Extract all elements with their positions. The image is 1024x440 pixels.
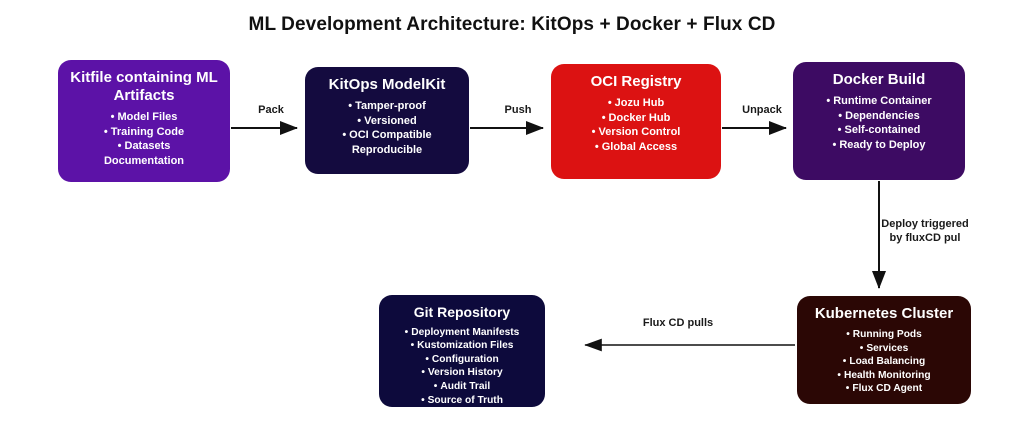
node-oci-registry[interactable]: OCI Registry •Jozu Hub •Docker Hub •Vers…	[551, 64, 721, 179]
bullet-icon: •	[826, 95, 831, 107]
bullet-icon: •	[410, 340, 415, 352]
bullet-icon: •	[837, 369, 841, 381]
list-item: •Load Balancing	[842, 356, 926, 368]
edge-label-push: Push	[504, 104, 532, 116]
node-docker-build-bullets: •Runtime Container •Dependencies •Self-c…	[799, 94, 959, 153]
list-item: •Runtime Container	[826, 95, 932, 107]
edge-label-flux-pulls: Flux CD pulls	[642, 317, 714, 329]
list-item: •Source of Truth	[421, 394, 503, 406]
bullet-icon: •	[433, 381, 438, 393]
list-item-continuation: Reproducible	[351, 144, 423, 157]
bullet-icon: •	[342, 129, 347, 142]
node-git-repository[interactable]: Git Repository •Deployment Manifests •Ku…	[379, 295, 545, 407]
list-item: •Kustomization Files	[410, 340, 514, 352]
list-item: •Docker Hub	[601, 111, 671, 124]
node-docker-build-title: Docker Build	[832, 71, 926, 88]
edge-label-pack: Pack	[258, 104, 284, 116]
node-kitfile[interactable]: Kitfile containing ML Artifacts •Model F…	[58, 60, 230, 182]
node-modelkit-title: KitOps ModelKit	[328, 76, 446, 93]
bullet-icon: •	[357, 114, 362, 127]
bullet-icon: •	[421, 367, 425, 379]
list-item: •Model Files	[110, 111, 178, 123]
edge-label-unpack: Unpack	[742, 104, 782, 116]
bullet-icon: •	[607, 97, 612, 109]
node-kubernetes-cluster-title: Kubernetes Cluster	[814, 305, 954, 322]
node-git-repository-title: Git Repository	[413, 304, 511, 320]
node-kitfile-bullets: •Model Files •Training Code •Datasets Do…	[64, 110, 224, 169]
bullet-icon: •	[591, 126, 596, 139]
node-docker-build[interactable]: Docker Build •Runtime Container •Depende…	[793, 62, 965, 180]
list-item: •Deployment Manifests	[404, 326, 520, 338]
bullet-icon: •	[838, 109, 843, 122]
bullet-icon: •	[601, 111, 606, 124]
list-item: •Versioned	[357, 114, 417, 127]
list-item: •Training Code	[103, 125, 185, 138]
bullet-icon: •	[594, 141, 599, 154]
edge-label-deploy: Deploy triggered by fluxCD pul	[881, 218, 969, 244]
bullet-icon: •	[842, 356, 847, 368]
bullet-icon: •	[421, 394, 425, 406]
bullet-icon: •	[832, 139, 837, 152]
list-item-continuation: Documentation	[103, 155, 185, 168]
node-kubernetes-cluster-bullets: •Running Pods •Services •Load Balancing …	[803, 328, 965, 396]
list-item: •Jozu Hub	[607, 97, 665, 109]
bullet-icon: •	[846, 329, 850, 340]
list-item: •Global Access	[594, 141, 678, 154]
list-item: •Self-contained	[837, 124, 921, 137]
bullet-icon: •	[103, 125, 108, 138]
bullet-icon: •	[845, 383, 850, 395]
node-modelkit-bullets: •Tamper-proof •Versioned •OCI Compatible…	[311, 99, 463, 158]
bullet-icon: •	[117, 140, 122, 153]
bullet-icon: •	[837, 124, 842, 137]
bullet-icon: •	[348, 100, 353, 112]
list-item: •Dependencies	[838, 109, 920, 122]
list-item: •Audit Trail	[433, 381, 491, 393]
node-git-repository-bullets: •Deployment Manifests •Kustomization Fil…	[385, 326, 539, 407]
node-kitfile-title: Kitfile containing ML Artifacts	[70, 69, 218, 104]
list-item: •Configuration	[425, 353, 499, 365]
list-item: •Version Control	[591, 126, 681, 139]
list-item: •Version History	[421, 367, 503, 379]
list-item: •Tamper-proof	[348, 100, 426, 112]
list-item: •Health Monitoring	[837, 369, 931, 381]
node-kubernetes-cluster[interactable]: Kubernetes Cluster •Running Pods •Servic…	[797, 296, 971, 404]
node-oci-registry-title: OCI Registry	[590, 73, 682, 90]
list-item: •Ready to Deploy	[832, 139, 926, 152]
list-item: •OCI Compatible	[342, 129, 432, 142]
page-title: ML Development Architecture: KitOps + Do…	[248, 14, 776, 35]
bullet-icon: •	[404, 326, 409, 338]
list-item: •Flux CD Agent	[845, 383, 923, 395]
node-oci-registry-bullets: •Jozu Hub •Docker Hub •Version Control •…	[557, 96, 715, 155]
list-item: •Datasets	[117, 140, 171, 153]
list-item: •Running Pods	[846, 329, 922, 340]
node-modelkit[interactable]: KitOps ModelKit •Tamper-proof •Versioned…	[305, 67, 469, 174]
bullet-icon: •	[110, 111, 115, 123]
list-item: •Services	[859, 342, 909, 354]
bullet-icon: •	[859, 342, 864, 354]
bullet-icon: •	[425, 353, 429, 365]
